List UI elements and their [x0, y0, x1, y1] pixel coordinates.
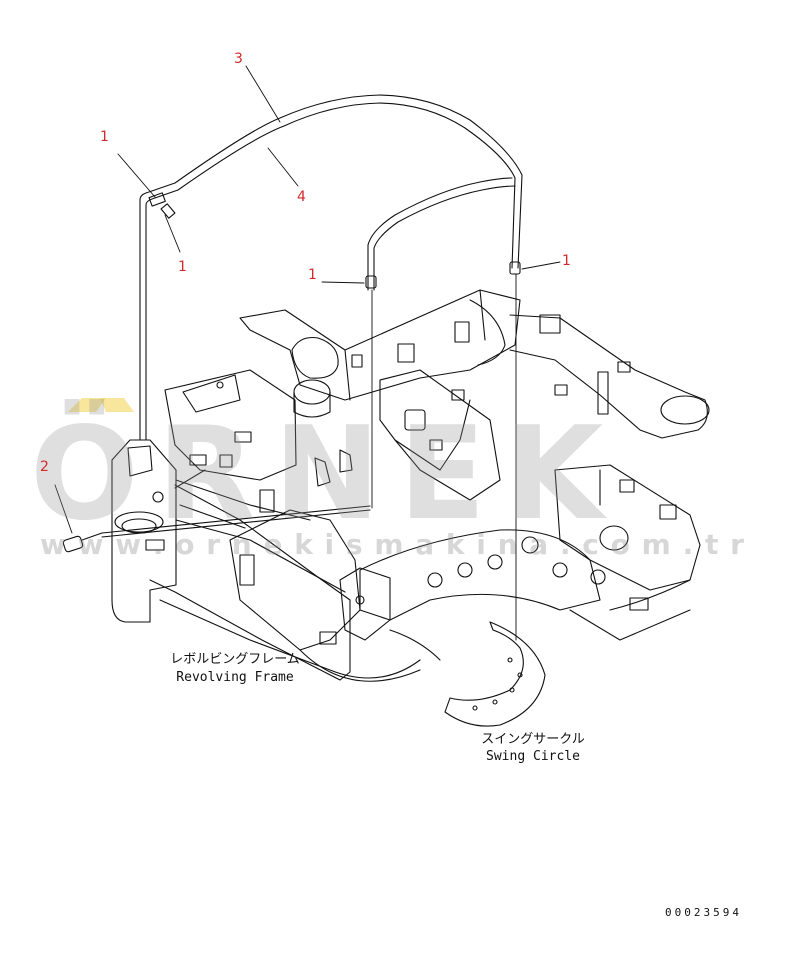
- label-swing-circle-en: Swing Circle: [486, 749, 580, 764]
- callout-1-right: 1: [562, 253, 571, 269]
- label-revolving-frame-en: Revolving Frame: [176, 670, 294, 685]
- callout-1-left: 1: [178, 259, 187, 275]
- label-revolving-frame-jp: レボルビングフレーム: [170, 652, 300, 667]
- watermark-brand: ÖRNEK: [30, 400, 622, 549]
- label-swing-circle-jp: スイングサークル: [481, 732, 585, 747]
- callout-2: 2: [40, 459, 49, 475]
- callout-1-top-left: 1: [100, 129, 109, 145]
- callout-4: 4: [297, 189, 306, 205]
- drawing-number: 00023594: [665, 906, 742, 919]
- hose-assembly: [139, 94, 523, 441]
- watermark-accent-left: [68, 398, 106, 412]
- watermark-url: w w w . o r n e k i s m a k i n a . c o …: [40, 528, 745, 561]
- frame-body: [111, 289, 710, 727]
- callout-3: 3: [234, 51, 243, 67]
- callout-1-center: 1: [308, 267, 317, 283]
- watermark-accent-right: [100, 398, 134, 412]
